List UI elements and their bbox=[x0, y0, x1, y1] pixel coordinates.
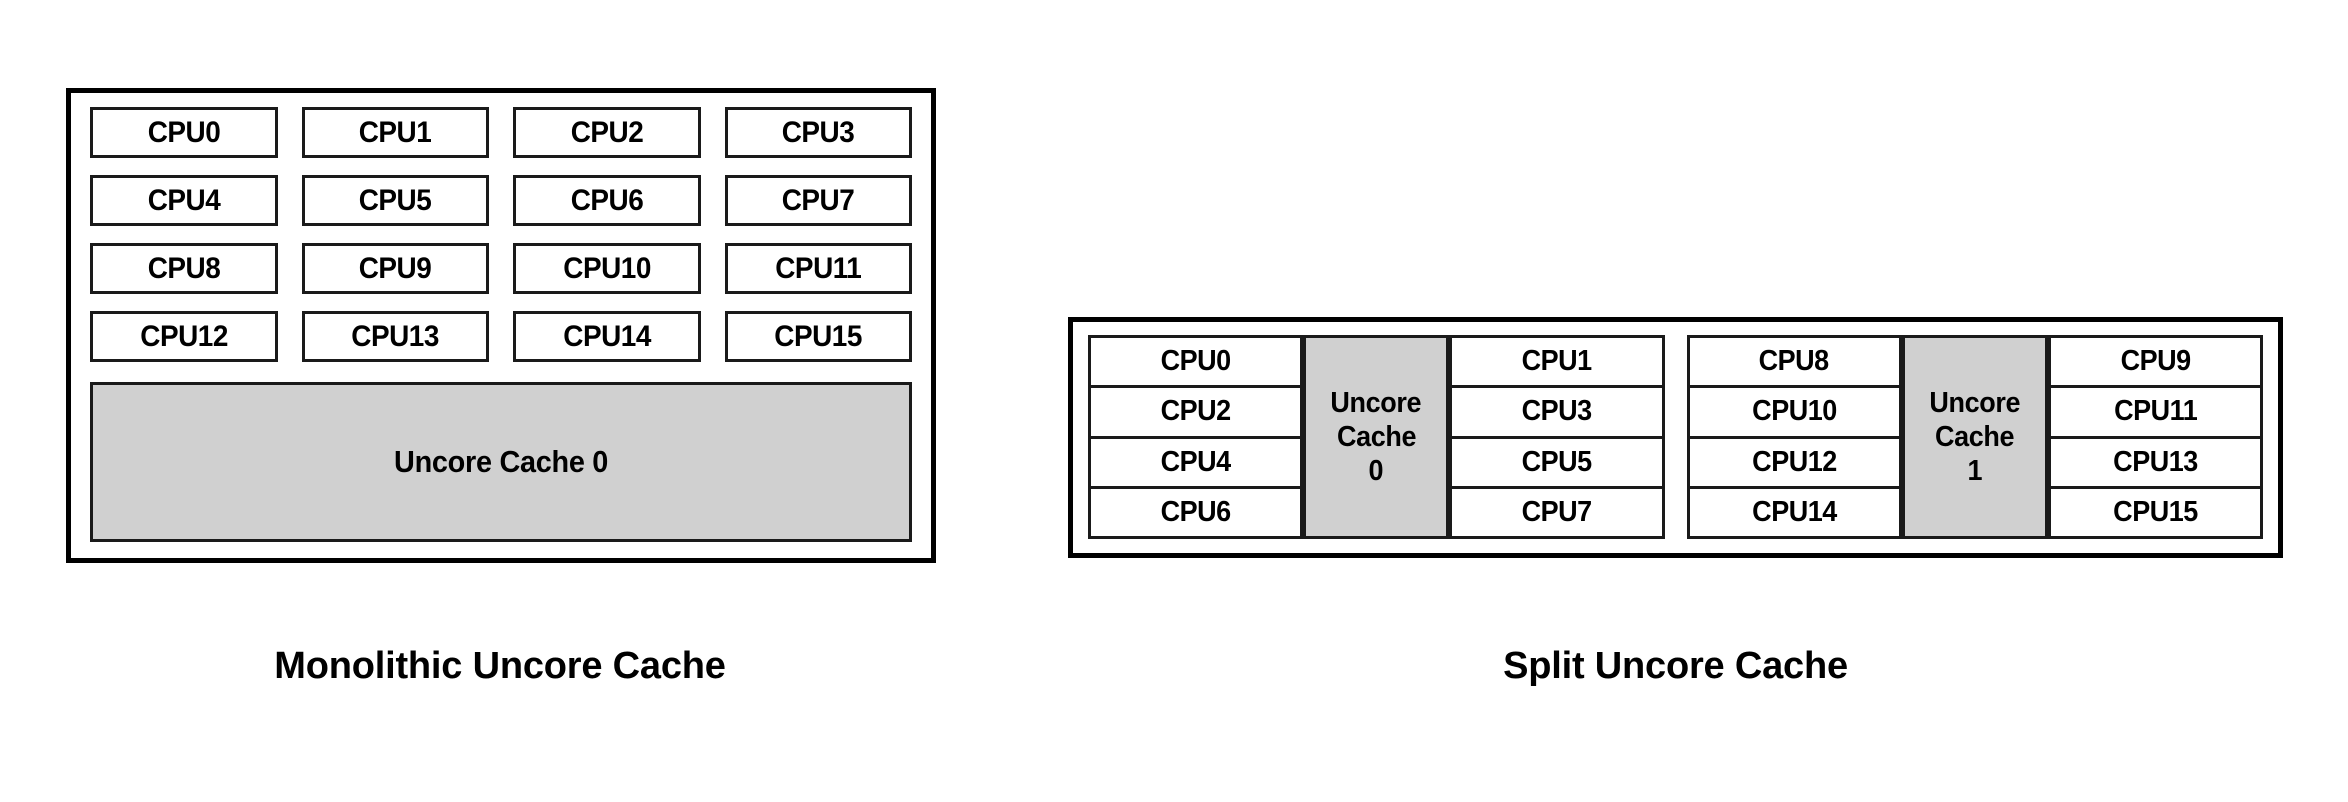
cpu-box: CPU0 bbox=[90, 107, 278, 158]
cpu-box: CPU10 bbox=[513, 243, 701, 294]
cpu-label: CPU14 bbox=[562, 319, 651, 353]
cpu-box: CPU2 bbox=[513, 107, 701, 158]
cpu-box: CPU11 bbox=[2047, 385, 2263, 439]
cpu-label: CPU5 bbox=[1521, 445, 1593, 478]
uncore-cache-label-line2: Cache bbox=[1935, 420, 2015, 453]
cpu-label: CPU0 bbox=[1160, 345, 1232, 378]
cpu-cluster: CPU0 CPU2 CPU4 CPU6 Uncore Cache 0 CPU1 … bbox=[1088, 335, 1665, 539]
split-diagram-body: CPU0 CPU2 CPU4 CPU6 Uncore Cache 0 CPU1 … bbox=[1073, 322, 2278, 553]
uncore-cache-label-line2: Cache bbox=[1336, 420, 1416, 453]
cpu-label: CPU11 bbox=[775, 251, 862, 285]
cpu-label: CPU6 bbox=[570, 183, 644, 217]
cpu-box: CPU13 bbox=[301, 311, 489, 362]
cpu-label: CPU10 bbox=[562, 251, 651, 285]
cpu-box: CPU3 bbox=[724, 107, 912, 158]
cpu-column-left: CPU8 CPU10 CPU12 CPU14 bbox=[1686, 335, 1902, 539]
cpu-label: CPU8 bbox=[1759, 345, 1830, 378]
cpu-box: CPU3 bbox=[1449, 385, 1665, 439]
monolithic-uncore-cache-diagram: CPU0 CPU1 CPU2 CPU3 CPU4 CPU5 CPU6 CPU7 … bbox=[66, 88, 936, 563]
cpu-label: CPU4 bbox=[147, 183, 221, 217]
cpu-label: CPU15 bbox=[2113, 495, 2198, 528]
cpu-row: CPU4 CPU5 CPU6 CPU7 bbox=[90, 175, 912, 226]
cpu-label: CPU1 bbox=[358, 115, 432, 149]
cpu-box: CPU7 bbox=[724, 175, 912, 226]
cpu-column-left: CPU0 CPU2 CPU4 CPU6 bbox=[1088, 335, 1304, 539]
cpu-box: CPU4 bbox=[1088, 435, 1304, 489]
cpu-box: CPU6 bbox=[1088, 485, 1304, 539]
cpu-column-right: CPU9 CPU11 CPU13 CPU15 bbox=[2047, 335, 2263, 539]
cpu-box: CPU8 bbox=[90, 243, 278, 294]
cpu-box: CPU0 bbox=[1088, 335, 1304, 389]
cpu-box: CPU8 bbox=[1686, 335, 1902, 389]
cpu-box: CPU9 bbox=[2047, 335, 2263, 389]
split-diagram-caption: Split Uncore Cache bbox=[1503, 645, 1848, 687]
cpu-label: CPU10 bbox=[1751, 395, 1837, 428]
uncore-cache-box: Uncore Cache 1 bbox=[1901, 335, 2048, 539]
cpu-label: CPU14 bbox=[1751, 495, 1837, 528]
cpu-label: CPU13 bbox=[351, 319, 440, 353]
cpu-box: CPU2 bbox=[1088, 385, 1304, 439]
cpu-label: CPU3 bbox=[781, 115, 855, 149]
cpu-box: CPU4 bbox=[90, 175, 278, 226]
cpu-label: CPU9 bbox=[358, 251, 432, 285]
cpu-label: CPU7 bbox=[781, 183, 855, 217]
uncore-cache-label-line1: Uncore bbox=[1330, 386, 1422, 419]
cpu-label: CPU5 bbox=[358, 183, 432, 217]
cpu-label: CPU0 bbox=[147, 115, 221, 149]
cpu-label: CPU1 bbox=[1521, 345, 1593, 378]
cpu-box: CPU11 bbox=[724, 243, 912, 294]
cpu-cluster: CPU8 CPU10 CPU12 CPU14 Uncore Cache 1 CP… bbox=[1686, 335, 2263, 539]
cpu-box: CPU12 bbox=[1686, 435, 1902, 489]
cpu-label: CPU9 bbox=[2120, 345, 2191, 378]
cpu-box: CPU6 bbox=[513, 175, 701, 226]
cpu-box: CPU5 bbox=[1449, 435, 1665, 489]
cpu-box: CPU10 bbox=[1686, 385, 1902, 439]
uncore-cache-label-line1: Uncore bbox=[1929, 386, 2021, 419]
cpu-label: CPU12 bbox=[1751, 445, 1837, 478]
cpu-box: CPU13 bbox=[2047, 435, 2263, 489]
monolithic-diagram-body: CPU0 CPU1 CPU2 CPU3 CPU4 CPU5 CPU6 CPU7 … bbox=[71, 93, 931, 558]
cpu-box: CPU5 bbox=[301, 175, 489, 226]
cpu-label: CPU7 bbox=[1521, 495, 1593, 528]
cpu-box: CPU15 bbox=[2047, 485, 2263, 539]
cpu-box: CPU1 bbox=[301, 107, 489, 158]
cpu-column-right: CPU1 CPU3 CPU5 CPU7 bbox=[1449, 335, 1665, 539]
cpu-box: CPU14 bbox=[513, 311, 701, 362]
cpu-box: CPU12 bbox=[90, 311, 278, 362]
cpu-label: CPU11 bbox=[2113, 395, 2198, 428]
cpu-row: CPU0 CPU1 CPU2 CPU3 bbox=[90, 107, 912, 158]
uncore-cache-label: Uncore Cache 0 bbox=[393, 444, 609, 479]
cpu-box: CPU9 bbox=[301, 243, 489, 294]
uncore-cache-label-line3: 1 bbox=[1967, 455, 1983, 488]
split-uncore-cache-diagram: CPU0 CPU2 CPU4 CPU6 Uncore Cache 0 CPU1 … bbox=[1068, 317, 2283, 558]
uncore-cache-box: Uncore Cache 0 bbox=[90, 382, 912, 542]
cpu-label: CPU13 bbox=[2113, 445, 2198, 478]
cpu-label: CPU6 bbox=[1160, 495, 1232, 528]
cpu-box: CPU15 bbox=[724, 311, 912, 362]
cpu-box: CPU7 bbox=[1449, 485, 1665, 539]
cpu-label: CPU2 bbox=[1160, 395, 1232, 428]
cpu-label: CPU8 bbox=[147, 251, 221, 285]
cpu-box: CPU1 bbox=[1449, 335, 1665, 389]
uncore-cache-box: Uncore Cache 0 bbox=[1303, 335, 1450, 539]
cpu-row: CPU8 CPU9 CPU10 CPU11 bbox=[90, 243, 912, 294]
cpu-label: CPU2 bbox=[570, 115, 644, 149]
monolithic-diagram-caption: Monolithic Uncore Cache bbox=[274, 645, 726, 687]
cpu-row: CPU12 CPU13 CPU14 CPU15 bbox=[90, 311, 912, 362]
uncore-cache-label-line3: 0 bbox=[1368, 455, 1384, 488]
cpu-label: CPU4 bbox=[1160, 445, 1232, 478]
cpu-box: CPU14 bbox=[1686, 485, 1902, 539]
cpu-label: CPU3 bbox=[1521, 395, 1593, 428]
cpu-label: CPU12 bbox=[139, 319, 228, 353]
cpu-label: CPU15 bbox=[774, 319, 863, 353]
